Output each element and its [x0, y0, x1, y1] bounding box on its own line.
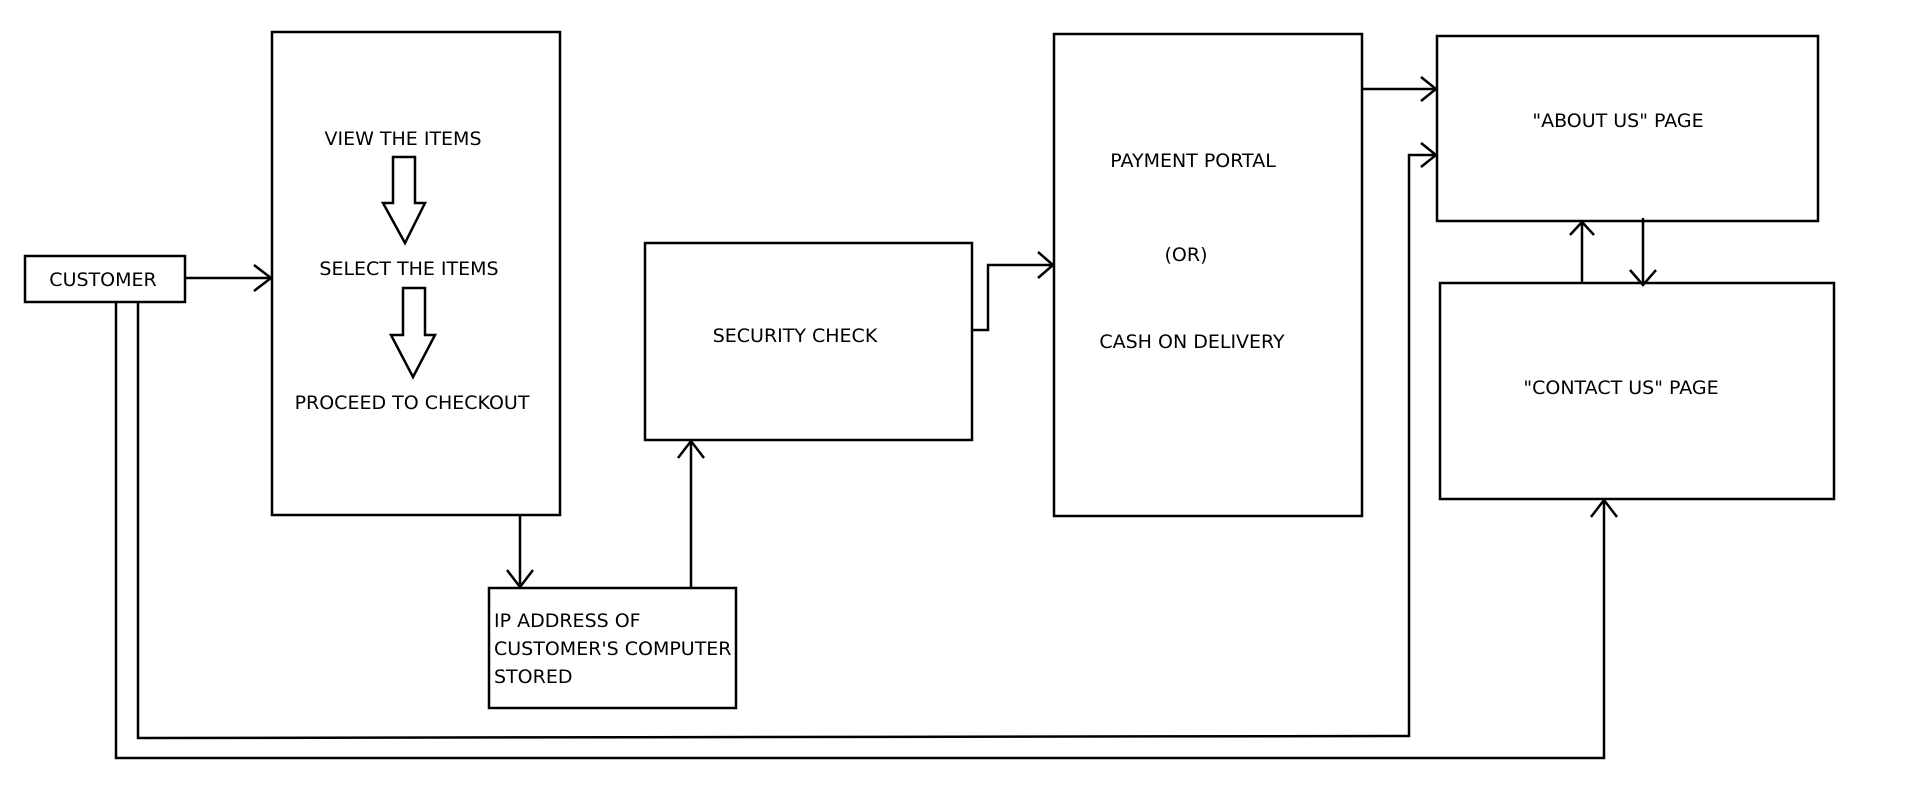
ip-address-line1: IP ADDRESS OF: [494, 610, 641, 632]
customer-to-about-arrow: [136, 142, 1439, 740]
security-check-label: SECURITY CHECK: [713, 325, 878, 347]
select-to-checkout-arrow: [388, 286, 438, 380]
shopping-node: VIEW THE ITEMS SELECT THE ITEMS PROCEED …: [270, 30, 562, 517]
payment-line1: PAYMENT PORTAL: [1110, 150, 1276, 172]
ip-to-security-arrow: [677, 438, 705, 588]
customer-to-contact-arrow: [114, 302, 1618, 760]
ip-address-node: IP ADDRESS OF CUSTOMER'S COMPUTER STORED: [487, 586, 738, 710]
about-to-contact-arrow: [1629, 218, 1657, 287]
shopping-to-ip-arrow: [506, 515, 534, 590]
view-to-select-arrow: [380, 155, 428, 246]
customer-to-shopping-arrow: [185, 264, 274, 292]
view-items-label: VIEW THE ITEMS: [324, 128, 481, 150]
payment-line2: (OR): [1165, 244, 1208, 266]
payment-to-about-arrow: [1362, 76, 1439, 102]
payment-node: PAYMENT PORTAL (OR) CASH ON DELIVERY: [1052, 32, 1364, 518]
contact-us-node: "CONTACT US" PAGE: [1438, 281, 1836, 501]
ip-address-line3: STORED: [494, 666, 572, 688]
contact-us-label: "CONTACT US" PAGE: [1523, 377, 1718, 399]
payment-line3: CASH ON DELIVERY: [1099, 331, 1285, 353]
about-us-label: "ABOUT US" PAGE: [1532, 110, 1703, 132]
security-to-payment-arrow: [972, 251, 1055, 332]
proceed-checkout-label: PROCEED TO CHECKOUT: [295, 392, 530, 414]
connectors: [114, 76, 1657, 760]
customer-label: CUSTOMER: [49, 269, 156, 291]
contact-to-about-arrow: [1569, 220, 1595, 283]
ip-address-line2: CUSTOMER'S COMPUTER: [494, 638, 732, 660]
about-us-node: "ABOUT US" PAGE: [1435, 34, 1820, 223]
security-check-node: SECURITY CHECK: [643, 241, 974, 442]
select-items-label: SELECT THE ITEMS: [319, 258, 498, 280]
customer-node: CUSTOMER: [23, 254, 187, 304]
